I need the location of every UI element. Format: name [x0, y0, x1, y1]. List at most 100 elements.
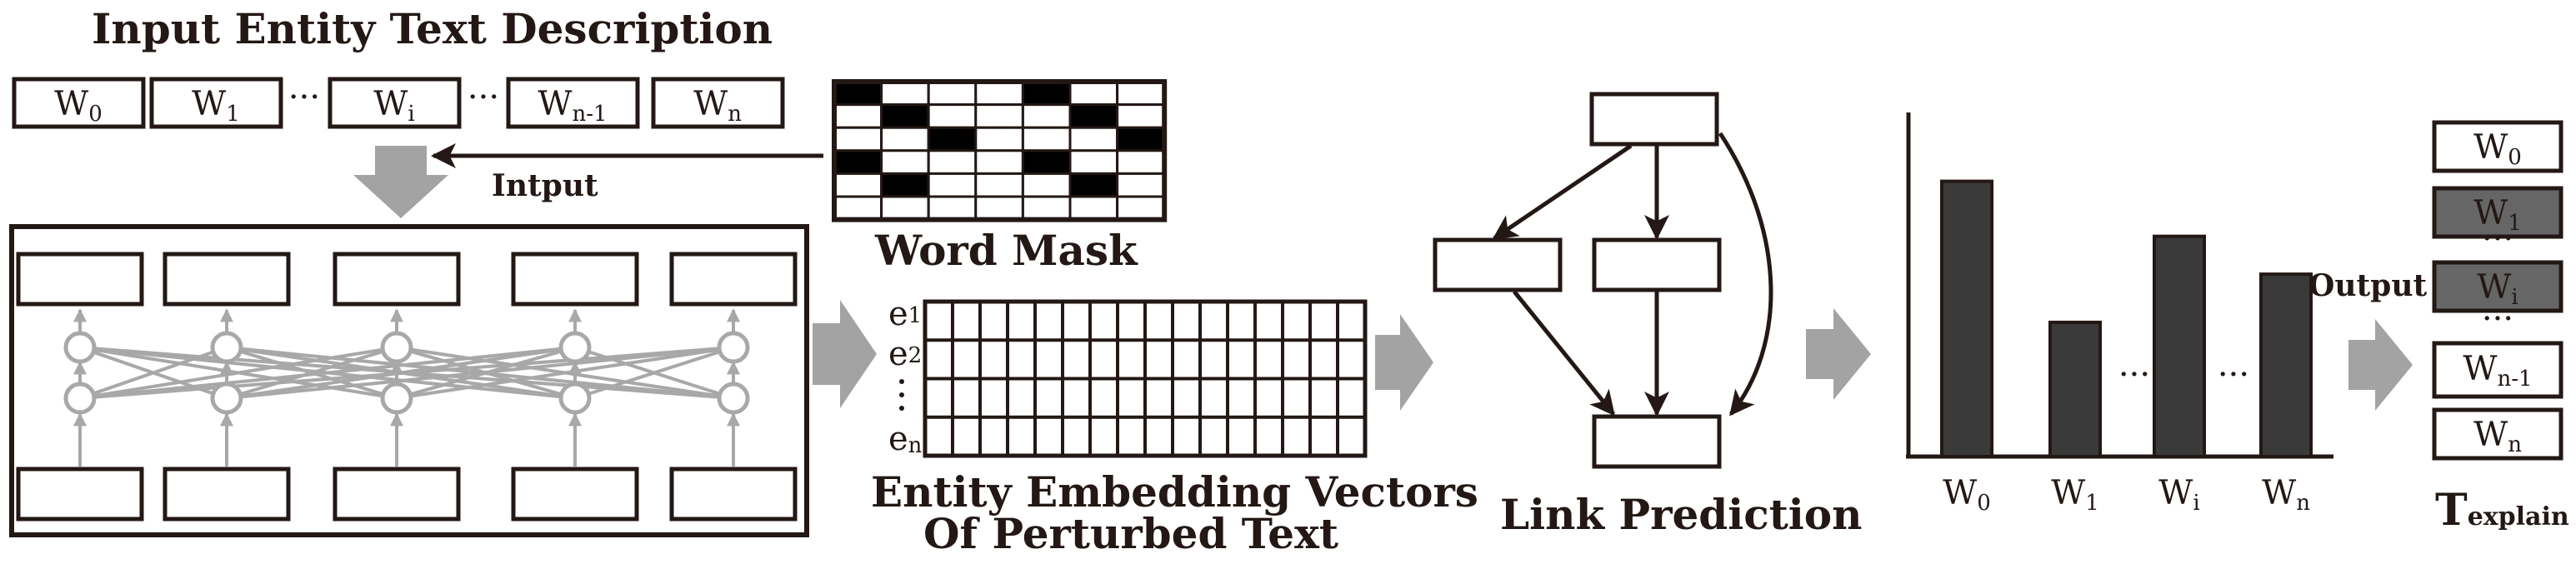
- encoder-output-box: [16, 252, 144, 307]
- embedding-row-label: en: [888, 420, 923, 458]
- encoder-network: [16, 252, 798, 522]
- output-token-box: [2432, 260, 2563, 313]
- mask-cell: [1068, 149, 1119, 175]
- chart-category-label: Wi: [2158, 474, 2199, 516]
- encoder-input-box: [163, 467, 291, 522]
- encoder-link: [79, 346, 734, 400]
- mask-cell: [833, 195, 883, 222]
- graph-edge: [1492, 143, 1633, 241]
- flow-arrow-2: [1375, 314, 1433, 411]
- chart-bar: [2259, 272, 2313, 458]
- output-label: Output: [2308, 268, 2428, 303]
- output-token-label: Wn: [2473, 416, 2522, 457]
- encoder-node: [558, 382, 592, 415]
- mask-cell-masked: [833, 149, 883, 175]
- input-token-label: Wn-1: [538, 85, 607, 127]
- mask-cell: [1068, 195, 1119, 222]
- mask-cell: [1021, 126, 1072, 152]
- mask-cell-masked: [927, 126, 978, 152]
- embedding-label-line1: Entity Embedding Vectors: [871, 467, 1478, 517]
- encoder-input-box: [16, 467, 144, 522]
- mask-cell-masked: [1116, 126, 1166, 152]
- mask-cell: [927, 149, 978, 175]
- encoder-link: [574, 346, 734, 400]
- mask-cell-masked: [1021, 80, 1072, 107]
- chart-gap-ellipsis: ···: [2218, 356, 2249, 394]
- encoder-input-box: [333, 467, 461, 522]
- chart-bars: [1940, 179, 2313, 458]
- importance-bar-chart: ··· ··· W0 W1 Wi Wn: [1906, 112, 2333, 516]
- mask-cell: [1116, 172, 1166, 198]
- output-token-label: W0: [2473, 128, 2522, 170]
- mask-cell-masked: [1068, 103, 1119, 129]
- flow-arrow-3: [1806, 308, 1871, 400]
- output-token-box: [2432, 120, 2563, 173]
- encoder-input-box: [669, 467, 798, 522]
- mask-cell-masked: [1068, 172, 1119, 198]
- encoder-node: [63, 331, 97, 364]
- mask-cell: [1116, 80, 1166, 107]
- encoder-node: [210, 382, 243, 415]
- encoder-link: [79, 346, 228, 400]
- input-token-row: W0 W1 ··· Wi ··· Wn-1 Wn: [12, 77, 785, 129]
- mask-cell: [833, 172, 883, 198]
- word-mask-grid: [832, 79, 1168, 222]
- embedding-border: [923, 299, 1368, 458]
- encoder-node: [380, 382, 413, 415]
- chart-gap-ellipsis: ···: [2118, 356, 2150, 394]
- encoder-output-box: [511, 252, 639, 307]
- graph-edge-curved: [1718, 132, 1773, 417]
- mask-cell: [880, 195, 930, 222]
- down-flow-arrow: [353, 146, 448, 218]
- input-token-box: [149, 77, 283, 129]
- vertical-dot: [899, 379, 904, 384]
- mask-cell: [1116, 103, 1166, 129]
- encoder-node: [717, 382, 750, 415]
- mask-cell: [927, 103, 978, 129]
- encoder-node: [380, 331, 413, 364]
- mask-cell: [974, 126, 1024, 152]
- mask-cell: [880, 80, 930, 107]
- mask-cell: [927, 195, 978, 222]
- embedding-row-label: e2: [888, 335, 922, 373]
- mask-cell: [927, 172, 978, 198]
- mask-cell: [880, 149, 930, 175]
- flow-arrow-1: [813, 300, 877, 408]
- input-token-box: [12, 77, 146, 129]
- mask-cell: [1068, 80, 1119, 107]
- mask-cell: [833, 103, 883, 129]
- graph-node-middle: [1592, 237, 1722, 292]
- mask-cell: [1021, 195, 1072, 222]
- input-token-box: [506, 77, 640, 129]
- mask-cell-masked: [833, 80, 883, 107]
- output-dots: ···: [2482, 300, 2513, 338]
- ellipsis: ···: [288, 78, 320, 117]
- encoder-link: [396, 346, 734, 400]
- mask-cell: [974, 149, 1024, 175]
- encoder-node: [558, 331, 592, 364]
- input-token-label: Wn: [693, 85, 742, 127]
- output-token-box: [2432, 341, 2563, 399]
- embedding-row-labels: e1 e2 en: [888, 295, 923, 458]
- flow-arrow-4: [2348, 319, 2413, 411]
- encoder-node: [63, 382, 97, 415]
- mask-cell: [974, 80, 1024, 107]
- mask-cell: [880, 126, 930, 152]
- link-prediction-label: Link Prediction: [1500, 490, 1863, 539]
- input-token-box: [651, 77, 785, 129]
- input-token-label: W1: [192, 85, 240, 127]
- input-token-label: Wi: [373, 85, 414, 127]
- mask-cell: [927, 80, 978, 107]
- encoder-node: [210, 331, 243, 364]
- input-token-label: W0: [54, 85, 103, 127]
- encoder-node: [717, 331, 750, 364]
- graph-edge: [1513, 290, 1615, 417]
- output-token-column: W0 W1 ··· Wi ··· Wn-1 Wn: [2432, 120, 2563, 461]
- encoder-output-box: [163, 252, 291, 307]
- output-dots: ···: [2482, 220, 2513, 258]
- mask-cell: [1021, 103, 1072, 129]
- chart-bar: [2153, 234, 2206, 458]
- texplain-label: Texplain: [2435, 485, 2569, 536]
- mask-cell-masked: [1021, 149, 1072, 175]
